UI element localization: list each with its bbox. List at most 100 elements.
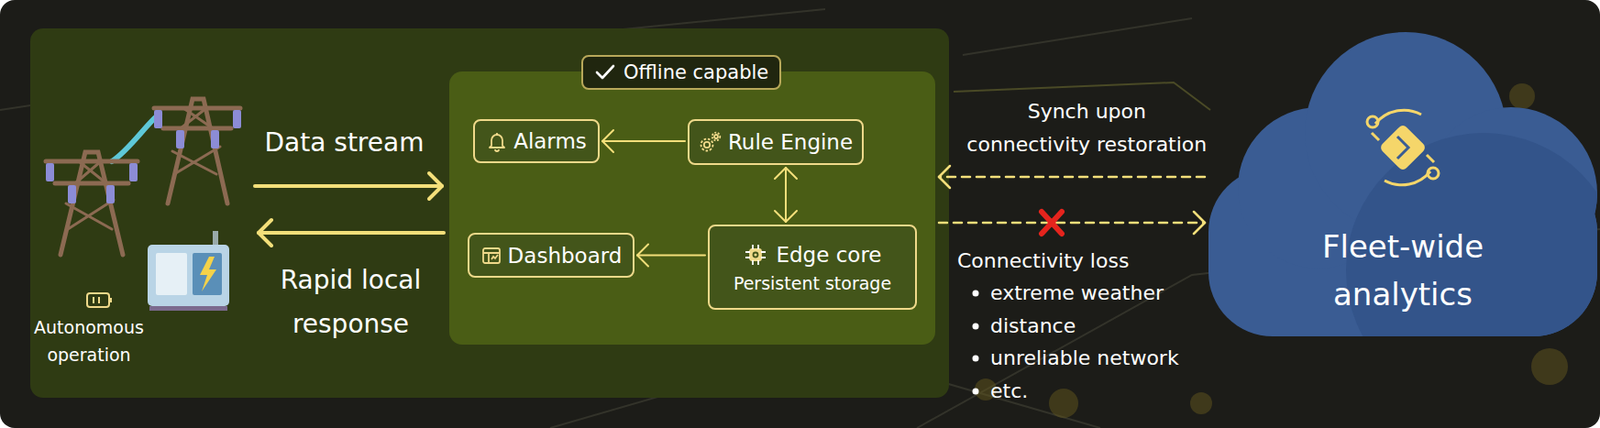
battery-bars bbox=[93, 297, 111, 304]
tower-lattice bbox=[172, 108, 221, 175]
glow-dot bbox=[1048, 388, 1079, 419]
arrow-head bbox=[938, 165, 950, 188]
arrow-head bbox=[774, 167, 797, 179]
generator-panel bbox=[155, 253, 188, 296]
glow-dot bbox=[1190, 392, 1213, 415]
dashed-sync-arrow bbox=[938, 165, 1205, 188]
connector-line bbox=[938, 221, 1205, 225]
dashboard-icon bbox=[480, 244, 503, 267]
local-response-arrow bbox=[258, 220, 444, 246]
chip-mark bbox=[1397, 136, 1409, 159]
trace-node bbox=[1427, 167, 1439, 179]
status-label: Autonomous operation bbox=[20, 313, 158, 369]
arrow-head bbox=[774, 210, 797, 222]
cloud-shape: Fleet-wide analytics bbox=[1208, 30, 1598, 337]
arrow-head bbox=[637, 244, 649, 267]
lightning-bolt bbox=[199, 256, 217, 292]
icon-wrap bbox=[742, 242, 769, 268]
check-icon bbox=[594, 61, 617, 84]
flow-label: Rapid local response bbox=[252, 258, 450, 347]
insulators bbox=[45, 163, 138, 204]
tower-legs bbox=[60, 152, 123, 255]
insulator bbox=[129, 163, 138, 182]
bullet-dot bbox=[972, 323, 980, 331]
ai-chip-icon bbox=[1367, 110, 1439, 186]
insulator bbox=[232, 110, 242, 129]
box-text: Alarms bbox=[513, 129, 587, 154]
edge-label: Synch upon connectivity restoration bbox=[964, 95, 1210, 162]
bullet-dot bbox=[972, 290, 980, 298]
icon-wrap bbox=[480, 244, 503, 267]
generator-pipe bbox=[212, 231, 219, 246]
chip-core bbox=[1380, 125, 1425, 170]
transmission-tower bbox=[45, 152, 138, 255]
core-heading-row: Edge core bbox=[742, 242, 882, 268]
dashed-sync-arrow bbox=[938, 211, 1205, 234]
cross-stroke bbox=[1041, 211, 1062, 234]
power-line bbox=[111, 113, 160, 162]
insulator bbox=[176, 130, 185, 149]
tower-illustration bbox=[45, 99, 242, 255]
backdrop-line bbox=[962, 18, 1192, 56]
bullet-text: distance bbox=[990, 314, 1266, 339]
arrow-shaft bbox=[254, 184, 442, 188]
arrow-head bbox=[1193, 211, 1205, 234]
glow-dot bbox=[1509, 83, 1535, 110]
icon-wrap bbox=[594, 61, 617, 84]
transmission-tower bbox=[154, 99, 241, 204]
insulator bbox=[106, 185, 115, 204]
bullet-dot bbox=[972, 388, 980, 396]
insulator bbox=[154, 110, 163, 129]
bullet-text: unreliable network bbox=[990, 346, 1266, 371]
battery-icon bbox=[87, 293, 111, 308]
connector-line bbox=[637, 254, 706, 257]
generator-illustration bbox=[147, 231, 230, 311]
flow-arrow bbox=[637, 244, 706, 267]
insulator bbox=[210, 130, 220, 149]
connector-line bbox=[784, 167, 787, 222]
generator-base bbox=[149, 306, 228, 311]
tower-legs bbox=[167, 99, 228, 204]
icon-wrap bbox=[485, 130, 508, 153]
connection-lost-mark bbox=[1041, 211, 1062, 234]
flow-label: Data stream bbox=[245, 124, 443, 162]
box-subtext: Persistent storage bbox=[733, 273, 892, 294]
generator-panel bbox=[192, 253, 222, 296]
insulator bbox=[45, 163, 55, 182]
insulators bbox=[154, 110, 242, 149]
arrow-head bbox=[429, 173, 442, 199]
box-text: Rule Engine bbox=[728, 130, 853, 155]
cloud-text-holder: Fleet-wide analytics bbox=[1283, 222, 1523, 319]
bell-icon bbox=[485, 130, 508, 153]
arrow-head bbox=[602, 130, 614, 153]
storage-box: Edge corePersistent storage bbox=[707, 224, 917, 310]
edge-label: Connectivity loss bbox=[957, 247, 1233, 276]
connector-line bbox=[602, 140, 685, 143]
bullet-dots bbox=[972, 290, 980, 396]
flow-arrow bbox=[602, 130, 685, 153]
process-box: Dashboard bbox=[467, 232, 635, 278]
glow-dot bbox=[1531, 348, 1568, 386]
cross-stroke bbox=[1041, 211, 1062, 234]
box-heading: Edge core bbox=[775, 242, 882, 267]
offline-badge: Offline capable bbox=[581, 55, 782, 90]
bullet-text: etc. bbox=[990, 379, 1266, 404]
edge-device-box: Offline capableAlarmsRule EngineDashboar… bbox=[449, 71, 936, 345]
connector-line bbox=[938, 176, 1205, 179]
gear-icon bbox=[698, 130, 723, 155]
local-site-panel bbox=[30, 28, 949, 398]
chip-icon bbox=[742, 242, 769, 268]
chip-traces bbox=[1371, 110, 1435, 186]
data-stream-arrow bbox=[254, 173, 442, 199]
flow-arrow bbox=[774, 167, 797, 222]
bullet-text: extreme weather bbox=[990, 281, 1266, 306]
tower-lattice bbox=[66, 161, 114, 230]
icon-wrap bbox=[698, 130, 723, 155]
generator-body bbox=[147, 244, 230, 307]
bullet-dot bbox=[972, 355, 980, 363]
badge-text: Offline capable bbox=[623, 61, 769, 84]
process-box: Alarms bbox=[473, 119, 600, 164]
cloud-text: Fleet-wide analytics bbox=[1283, 222, 1523, 319]
arrow-head bbox=[258, 220, 272, 246]
